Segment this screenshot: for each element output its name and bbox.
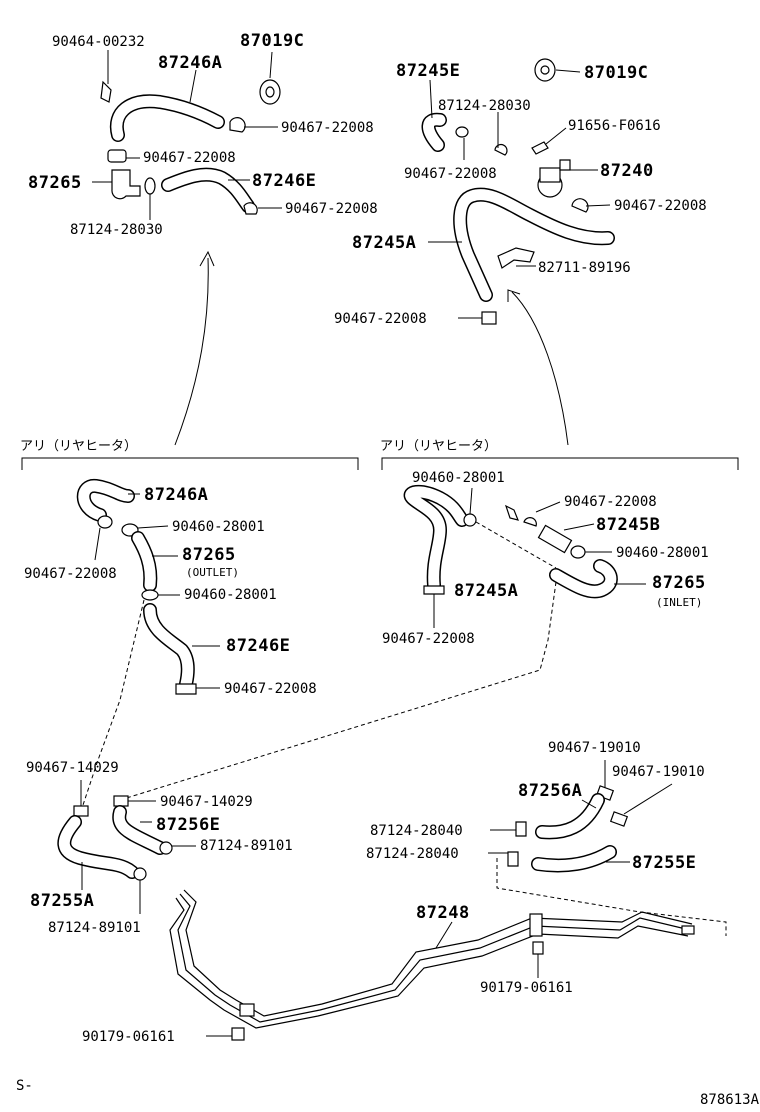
label-grommet: 87019C xyxy=(584,63,648,83)
mid-left-group xyxy=(76,479,220,695)
label-valve-87265: 87265 xyxy=(652,573,706,593)
bracket-clamp-part xyxy=(497,247,535,269)
hose-87246E-part xyxy=(143,603,195,691)
label-ring: 87124-28030 xyxy=(70,222,163,238)
label-ring: 90460-28001 xyxy=(172,519,265,535)
upper-left-group xyxy=(92,50,282,220)
label-clamp: 90467-22008 xyxy=(224,681,317,697)
label-ring: 87124-89101 xyxy=(48,920,141,936)
hose-87255A-part xyxy=(57,815,139,879)
label-clamp: 90467-19010 xyxy=(548,740,641,756)
label-clamp: 90467-22008 xyxy=(285,201,378,217)
label-clip: 90464-00232 xyxy=(52,34,145,50)
label-grommet: 87019C xyxy=(240,31,304,51)
figure-code: 878613A xyxy=(700,1092,760,1108)
bottom-group xyxy=(57,760,727,1041)
label-ring: 87124-89101 xyxy=(200,838,293,854)
clip-part xyxy=(100,80,112,103)
label-hose-87245B: 87245B xyxy=(596,515,660,535)
label-clamp: 90467-22008 xyxy=(281,120,374,136)
label-hose-87246A: 87246A xyxy=(144,485,208,505)
valve-87240-part xyxy=(537,159,571,198)
corner-mark: S- xyxy=(16,1078,33,1094)
label-ring: 87124-28030 xyxy=(438,98,531,114)
hose-87245A-part xyxy=(453,187,615,302)
section-bracket-right xyxy=(381,457,739,470)
label-pipe-87248: 87248 xyxy=(416,903,470,923)
label-clamp: 90467-22008 xyxy=(382,631,475,647)
label-inlet-note: (INLET) xyxy=(656,596,702,609)
label-hose-87245A: 87245A xyxy=(454,581,518,601)
hose-87246A-part xyxy=(109,94,225,142)
valve-inlet-part xyxy=(549,559,618,599)
label-valve-87265: 87265 xyxy=(182,545,236,565)
valve-outlet-part xyxy=(131,531,158,592)
pipe-87248-part xyxy=(169,889,695,1029)
section-label-left: アリ（リヤヒータ） xyxy=(20,439,137,454)
label-screw: 91656-F0616 xyxy=(568,118,661,134)
ring-part xyxy=(144,177,156,195)
bolt-part xyxy=(231,1027,245,1041)
label-hose-87256A: 87256A xyxy=(518,781,582,801)
section-label-right: アリ（リヤヒータ） xyxy=(380,439,497,454)
hose-87246A-part xyxy=(76,479,135,522)
hose-87255E-part xyxy=(531,845,617,873)
label-clamp: 90467-22008 xyxy=(24,566,117,582)
label-clamp: 90467-14029 xyxy=(26,760,119,776)
label-ring: 90460-28001 xyxy=(184,587,277,603)
bolt-part xyxy=(532,941,544,955)
label-hose-87255E: 87255E xyxy=(632,853,696,873)
hose-87246E-part xyxy=(161,167,255,213)
label-hose-87246A: 87246A xyxy=(158,53,222,73)
leader-arrow-right xyxy=(511,291,569,446)
label-hose-87246E: 87246E xyxy=(252,171,316,191)
label-hose-87246E: 87246E xyxy=(226,636,290,656)
label-hose-87245A: 87245A xyxy=(352,233,416,253)
label-valve-87240: 87240 xyxy=(600,161,654,181)
label-clamp: 90467-22008 xyxy=(334,311,427,327)
label-outlet-note: (OUTLET) xyxy=(186,566,239,579)
label-clamp: 90467-22008 xyxy=(143,150,236,166)
label-ring: 90460-28001 xyxy=(412,470,505,486)
label-hose-87255A: 87255A xyxy=(30,891,94,911)
label-ring: 87124-28040 xyxy=(366,846,459,862)
label-ring: 87124-28040 xyxy=(370,823,463,839)
hose-87245A-part xyxy=(403,485,469,592)
upper-right-group xyxy=(421,58,615,325)
hose-87245B-part xyxy=(537,524,573,554)
label-bracket-clamp: 82711-89196 xyxy=(538,260,631,276)
label-valve-87265: 87265 xyxy=(28,173,82,193)
label-clamp: 90467-22008 xyxy=(404,166,497,182)
hose-87256E-part xyxy=(112,805,167,855)
label-clamp: 90467-19010 xyxy=(612,764,705,780)
label-bolt: 90179-06161 xyxy=(480,980,573,996)
leader-arrow-left xyxy=(174,257,209,446)
valve-87265-part xyxy=(111,169,141,200)
label-hose-87256E: 87256E xyxy=(156,815,220,835)
label-clamp: 90467-22008 xyxy=(564,494,657,510)
mid-right-group xyxy=(403,485,646,628)
label-clamp: 90467-14029 xyxy=(160,794,253,810)
label-bolt: 90179-06161 xyxy=(82,1029,175,1045)
clamp-part xyxy=(229,117,246,133)
label-hose-87245E: 87245E xyxy=(396,61,460,81)
screw-part xyxy=(531,141,549,155)
label-ring: 90460-28001 xyxy=(616,545,709,561)
section-bracket-left xyxy=(21,457,359,470)
hose-87245E-part xyxy=(421,112,447,152)
label-clamp: 90467-22008 xyxy=(614,198,707,214)
